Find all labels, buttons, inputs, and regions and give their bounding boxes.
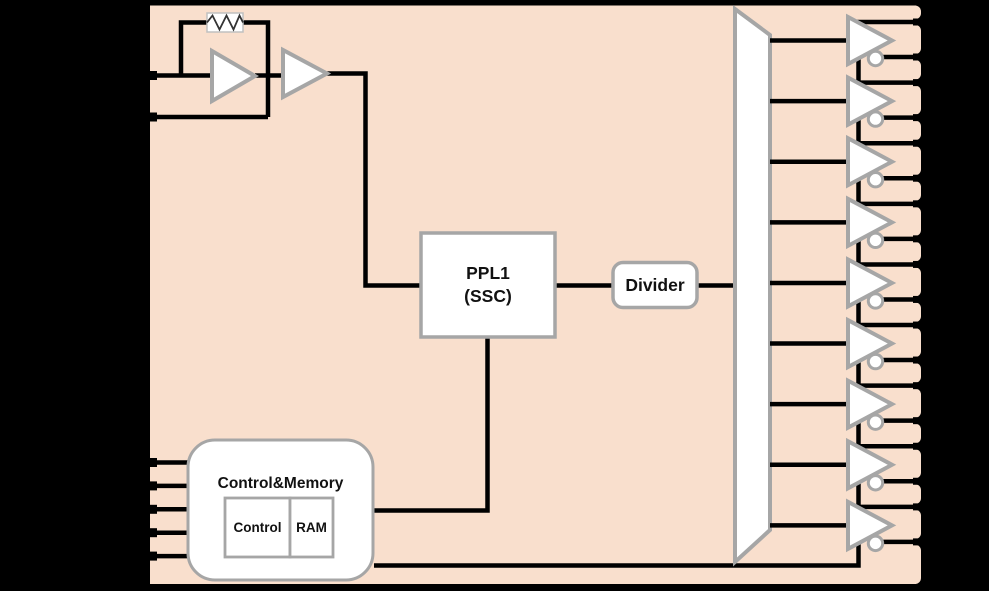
output-pin-dot xyxy=(913,503,920,511)
inverting-bubble-icon xyxy=(866,171,885,189)
osc-amp-triangle-icon xyxy=(281,46,332,101)
control-sub-block-box xyxy=(223,496,292,559)
divider-block-box xyxy=(611,260,699,310)
output-pin-dot xyxy=(913,53,920,61)
pll-input-wire xyxy=(327,71,421,288)
pin-tab xyxy=(893,146,921,176)
inverting-bubble-icon xyxy=(866,110,885,128)
pin-tab xyxy=(893,5,921,20)
ram-sub-block-box xyxy=(288,496,335,559)
output-pin-dot xyxy=(913,417,920,425)
output-pin-dot xyxy=(913,139,920,147)
output-pin-dot xyxy=(913,477,920,485)
output-pin-dot xyxy=(913,295,920,303)
inverting-bubble-icon xyxy=(866,474,885,492)
output-pin-dot xyxy=(913,79,920,87)
pin-tab xyxy=(893,362,921,383)
pin-tab xyxy=(893,484,921,505)
pin-tab xyxy=(893,302,921,323)
pin-tab xyxy=(893,24,921,55)
fanout-mux-trapezoid xyxy=(733,5,772,567)
chip-top-border xyxy=(150,0,921,6)
pin-tab xyxy=(893,206,921,237)
osc-amp-triangle-icon xyxy=(210,47,259,105)
inverting-bubble-icon xyxy=(866,534,885,553)
inverting-bubble-icon xyxy=(866,413,885,431)
output-pin-dot xyxy=(913,356,920,364)
output-pin-dot xyxy=(913,174,920,182)
pin-tab xyxy=(893,544,921,584)
pin-tab xyxy=(893,388,921,418)
pll-block-box xyxy=(419,231,557,339)
inverting-bubble-icon xyxy=(866,352,885,371)
control-pin-dot xyxy=(148,551,157,561)
pin-tab xyxy=(893,120,921,141)
output-pin-dot xyxy=(913,260,920,268)
output-pin-dot xyxy=(913,442,920,450)
pin-tab xyxy=(893,327,921,358)
pin-tab xyxy=(893,241,921,262)
output-pin-dot xyxy=(913,114,920,122)
control-to-buffer-wire xyxy=(374,541,861,568)
inverting-bubble-icon xyxy=(866,49,885,68)
inverting-bubble-icon xyxy=(866,231,885,250)
control-pin-dot xyxy=(148,528,157,538)
output-pin-dot xyxy=(913,382,920,390)
output-pin-dot xyxy=(913,321,920,329)
pin-tab xyxy=(893,181,921,202)
chip-bottom-border xyxy=(150,584,921,590)
crystal-pin-dot xyxy=(148,112,157,122)
output-pin-dot xyxy=(913,538,920,546)
control-pin-dot xyxy=(148,458,157,467)
pin-tab xyxy=(893,449,921,479)
pin-tab xyxy=(893,85,921,115)
output-pin-dot xyxy=(913,235,920,243)
output-pin-dot xyxy=(913,200,920,208)
control-pin-dot xyxy=(148,481,157,491)
pin-tab xyxy=(893,509,921,540)
pin-tab xyxy=(893,423,921,444)
inverting-bubble-icon xyxy=(866,292,885,310)
pin-tab xyxy=(893,267,921,297)
resistor-zigzag-icon xyxy=(206,13,244,32)
pin-tab xyxy=(893,59,921,80)
crystal-pin-dot xyxy=(148,71,157,80)
output-pin-dot xyxy=(913,18,920,26)
pll-to-control-wire xyxy=(374,337,490,513)
control-pin-dot xyxy=(148,504,157,514)
